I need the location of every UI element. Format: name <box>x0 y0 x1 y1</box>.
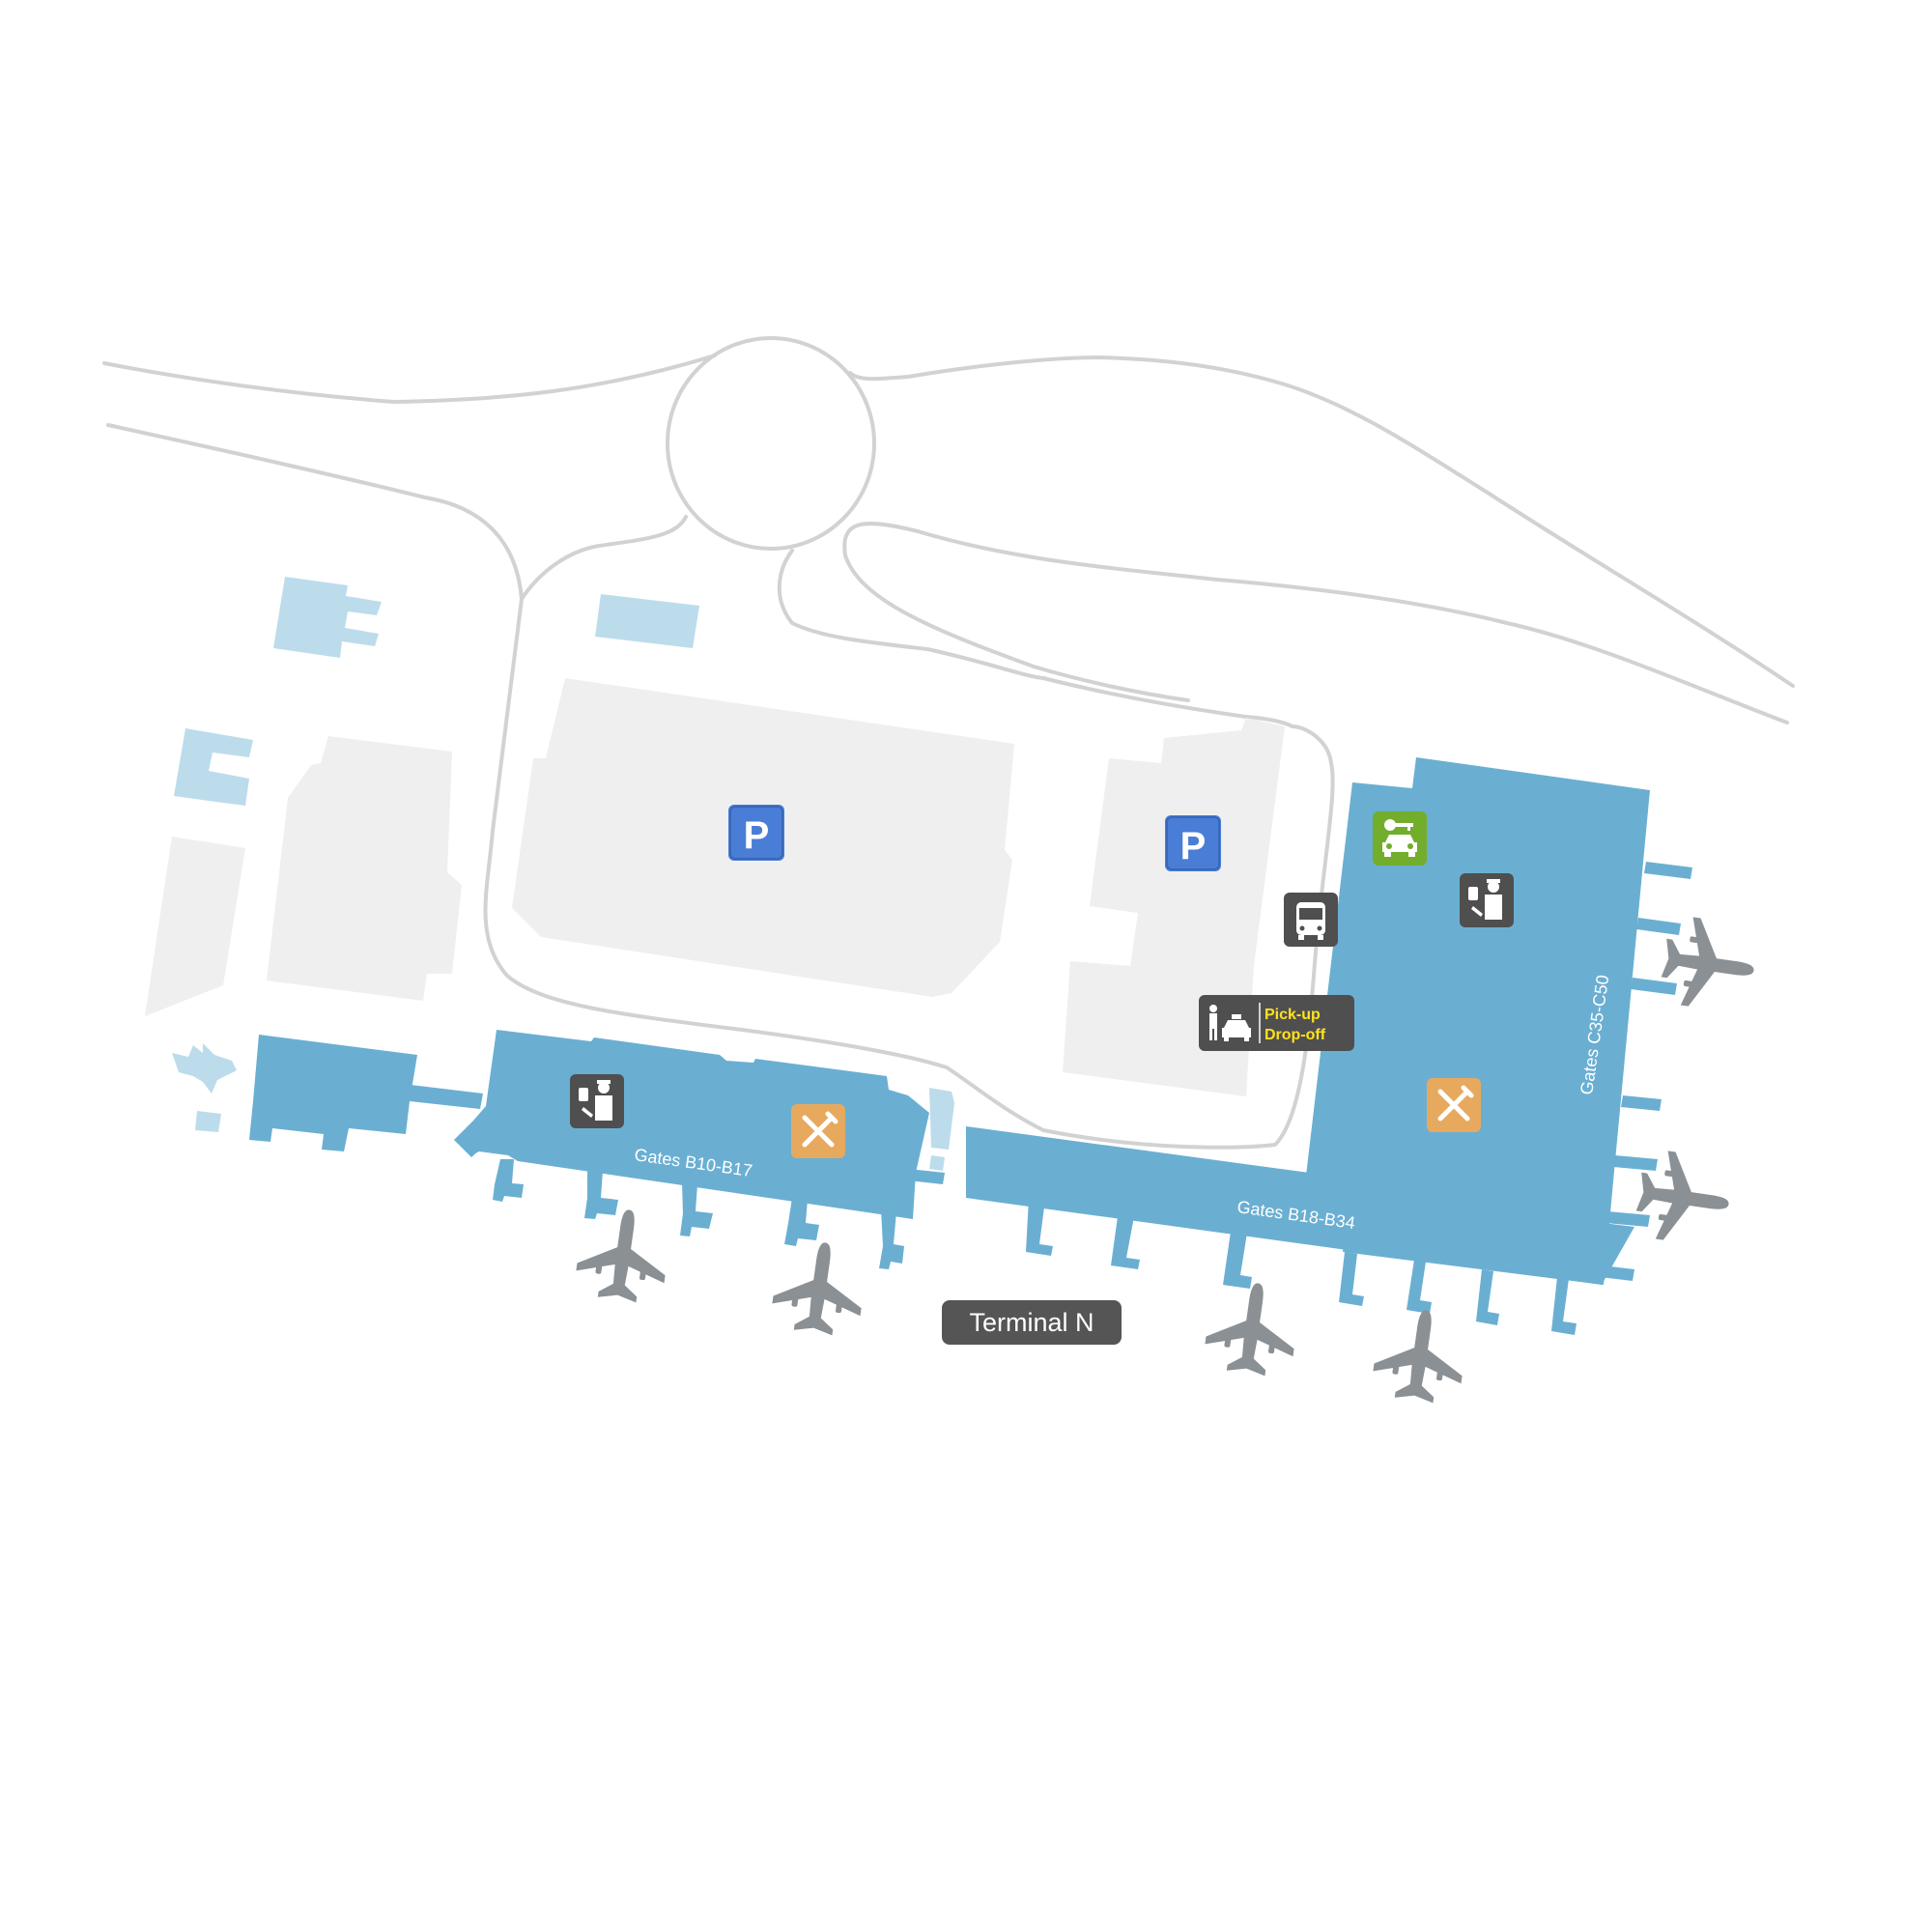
pickup-dropoff-badge[interactable]: Pick-up Drop-off <box>1199 995 1354 1051</box>
car-rental-badge[interactable] <box>1373 811 1427 866</box>
airplane-icon <box>573 1204 674 1306</box>
airplane-icon <box>1370 1304 1471 1406</box>
terminal-west-wing <box>249 1035 417 1151</box>
building-far-west-grey <box>145 837 245 1016</box>
parking-badge[interactable]: P <box>728 805 784 861</box>
terminal-label: Terminal N <box>942 1300 1122 1345</box>
car-rental-icon <box>1382 819 1417 857</box>
bus-icon <box>1296 902 1325 940</box>
restaurant-icon <box>802 1111 838 1148</box>
security-badge[interactable] <box>1460 873 1514 927</box>
security-checkpoint-icon <box>1468 879 1502 920</box>
parking-areas <box>145 678 1285 1096</box>
auxiliary-buildings <box>172 577 954 1171</box>
parking-icon: P <box>744 814 770 857</box>
security-badge[interactable] <box>570 1074 624 1128</box>
road-network <box>102 336 1795 1150</box>
airplane-icon <box>769 1236 870 1339</box>
parking-icon: P <box>1180 825 1207 867</box>
restaurant-badge[interactable] <box>1427 1078 1481 1132</box>
terminal-c-block <box>1304 757 1650 1285</box>
security-checkpoint-icon <box>579 1080 612 1121</box>
pickup-label: Pick-up <box>1264 1007 1321 1023</box>
restaurant-badge[interactable] <box>791 1104 845 1158</box>
building-west-grey <box>267 736 462 1001</box>
dropoff-label: Drop-off <box>1264 1027 1326 1043</box>
terminal-buildings <box>249 757 1692 1335</box>
bus-badge[interactable] <box>1284 893 1338 947</box>
restaurant-icon <box>1437 1085 1474 1122</box>
parking-badge[interactable]: P <box>1165 815 1221 871</box>
pickup-dropoff-icon <box>1209 1005 1251 1041</box>
airplane-icon <box>1202 1277 1303 1379</box>
